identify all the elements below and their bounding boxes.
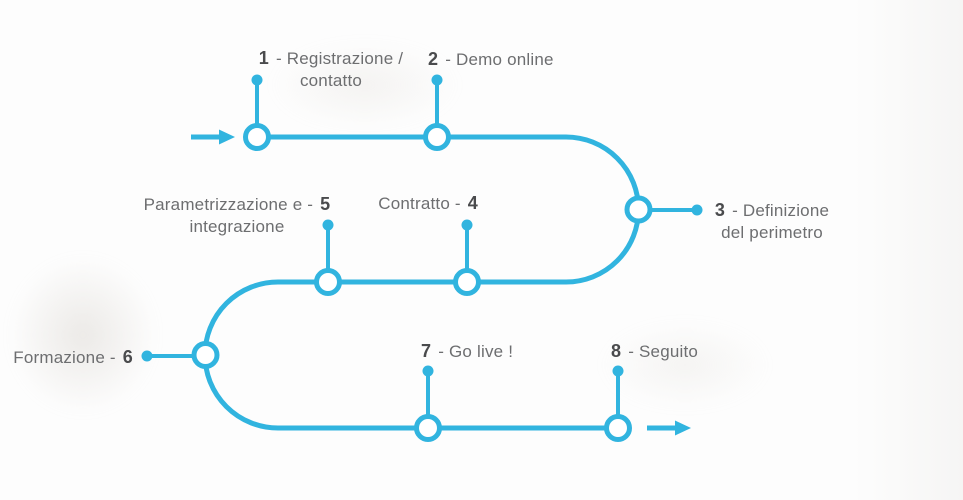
flow-end-arrowhead-icon	[675, 420, 691, 436]
step-5-text-line2: integrazione	[189, 217, 285, 236]
step-8-label: 8 - Seguito	[611, 340, 698, 363]
step-8-dot	[612, 365, 624, 377]
step-3-dot	[691, 204, 703, 216]
step-8-node	[604, 414, 632, 442]
step-2-number: 2	[428, 49, 439, 69]
step-1-node	[243, 123, 271, 151]
step-3-text: - Definizione	[732, 201, 830, 220]
step-2-label: 2 - Demo online	[428, 48, 554, 71]
flow-start-arrowhead-icon	[219, 129, 235, 145]
step-1-dot	[251, 74, 263, 86]
step-5-number: 5	[320, 194, 331, 214]
step-8-number: 8	[611, 341, 622, 361]
step-5-text: Parametrizzazione e -	[143, 195, 314, 214]
step-6-node	[191, 341, 220, 369]
step-7-dot	[422, 365, 434, 377]
step-6-number: 6	[122, 347, 133, 367]
step-4-dot	[461, 219, 473, 231]
step-6-label: Formazione - 6	[13, 346, 133, 369]
step-2-dot	[431, 74, 443, 86]
step-2-text: - Demo online	[445, 50, 554, 69]
step-6-dot	[141, 350, 153, 362]
step-1-label: 1 - Registrazione / contatto	[259, 47, 403, 92]
step-4-number: 4	[467, 193, 478, 213]
step-7-label: 7 - Go live !	[421, 340, 513, 363]
step-1-text: - Registrazione /	[276, 49, 404, 68]
step-4-node	[453, 268, 481, 296]
step-7-node	[414, 414, 442, 442]
step-7-number: 7	[421, 341, 432, 361]
step-3-node	[624, 195, 653, 224]
step-3-label: 3 - Definizione del perimetro	[715, 199, 829, 244]
step-1-text-line2: contatto	[299, 71, 363, 90]
step-5-dot	[322, 219, 334, 231]
step-5-label: Parametrizzazione e - 5 integrazione	[144, 193, 331, 238]
step-2-node	[423, 123, 451, 151]
step-5-node	[314, 268, 342, 296]
step-4-text: Contratto -	[378, 194, 461, 213]
step-4-label: Contratto - 4	[378, 192, 478, 215]
flow-path	[202, 134, 641, 431]
step-8-text: - Seguito	[628, 342, 699, 361]
step-1-number: 1	[258, 48, 270, 68]
step-3-text-line2: del perimetro	[721, 223, 823, 242]
step-3-number: 3	[714, 200, 726, 220]
step-6-text: Formazione -	[13, 348, 116, 367]
step-7-text: - Go live !	[438, 342, 514, 361]
